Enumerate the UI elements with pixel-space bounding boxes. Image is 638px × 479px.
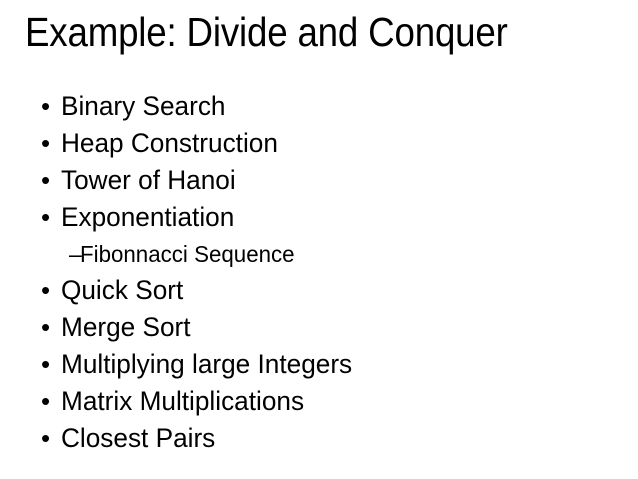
sub-list-item: – Fibonnacci Sequence bbox=[0, 236, 638, 272]
bullet-dash-icon: – bbox=[69, 241, 82, 267]
sub-list-item-label: Fibonnacci Sequence bbox=[80, 241, 295, 267]
bullet-dot-icon: • bbox=[41, 386, 51, 416]
list-item: • Multiplying large Integers bbox=[0, 346, 638, 383]
page-title: Example: Divide and Conquer bbox=[25, 9, 508, 55]
bullet-list: • Binary Search • Heap Construction • To… bbox=[0, 88, 638, 457]
bullet-dot-icon: • bbox=[41, 312, 51, 342]
list-item: • Quick Sort bbox=[0, 272, 638, 309]
list-item-label: Matrix Multiplications bbox=[61, 386, 305, 416]
list-item: • Matrix Multiplications bbox=[0, 383, 638, 420]
list-item: • Heap Construction bbox=[0, 125, 638, 162]
list-item: • Merge Sort bbox=[0, 309, 638, 346]
list-item-label: Exponentiation bbox=[61, 202, 235, 232]
list-item: • Closest Pairs bbox=[0, 420, 638, 457]
list-item-label: Quick Sort bbox=[61, 275, 184, 305]
list-item: • Tower of Hanoi bbox=[0, 162, 638, 199]
list-item-label: Tower of Hanoi bbox=[61, 165, 236, 195]
bullet-dot-icon: • bbox=[41, 423, 51, 453]
list-item-label: Binary Search bbox=[61, 91, 226, 121]
list-item-label: Merge Sort bbox=[61, 312, 191, 342]
list-item: • Binary Search bbox=[0, 88, 638, 125]
bullet-dot-icon: • bbox=[41, 91, 51, 121]
list-item-label: Multiplying large Integers bbox=[61, 349, 353, 379]
bullet-dot-icon: • bbox=[41, 165, 51, 195]
list-item-label: Heap Construction bbox=[61, 128, 278, 158]
bullet-dot-icon: • bbox=[41, 128, 51, 158]
list-item-label: Closest Pairs bbox=[61, 423, 216, 453]
bullet-dot-icon: • bbox=[41, 349, 51, 379]
bullet-dot-icon: • bbox=[41, 275, 51, 305]
bullet-dot-icon: • bbox=[41, 202, 51, 232]
list-item: • Exponentiation bbox=[0, 199, 638, 236]
